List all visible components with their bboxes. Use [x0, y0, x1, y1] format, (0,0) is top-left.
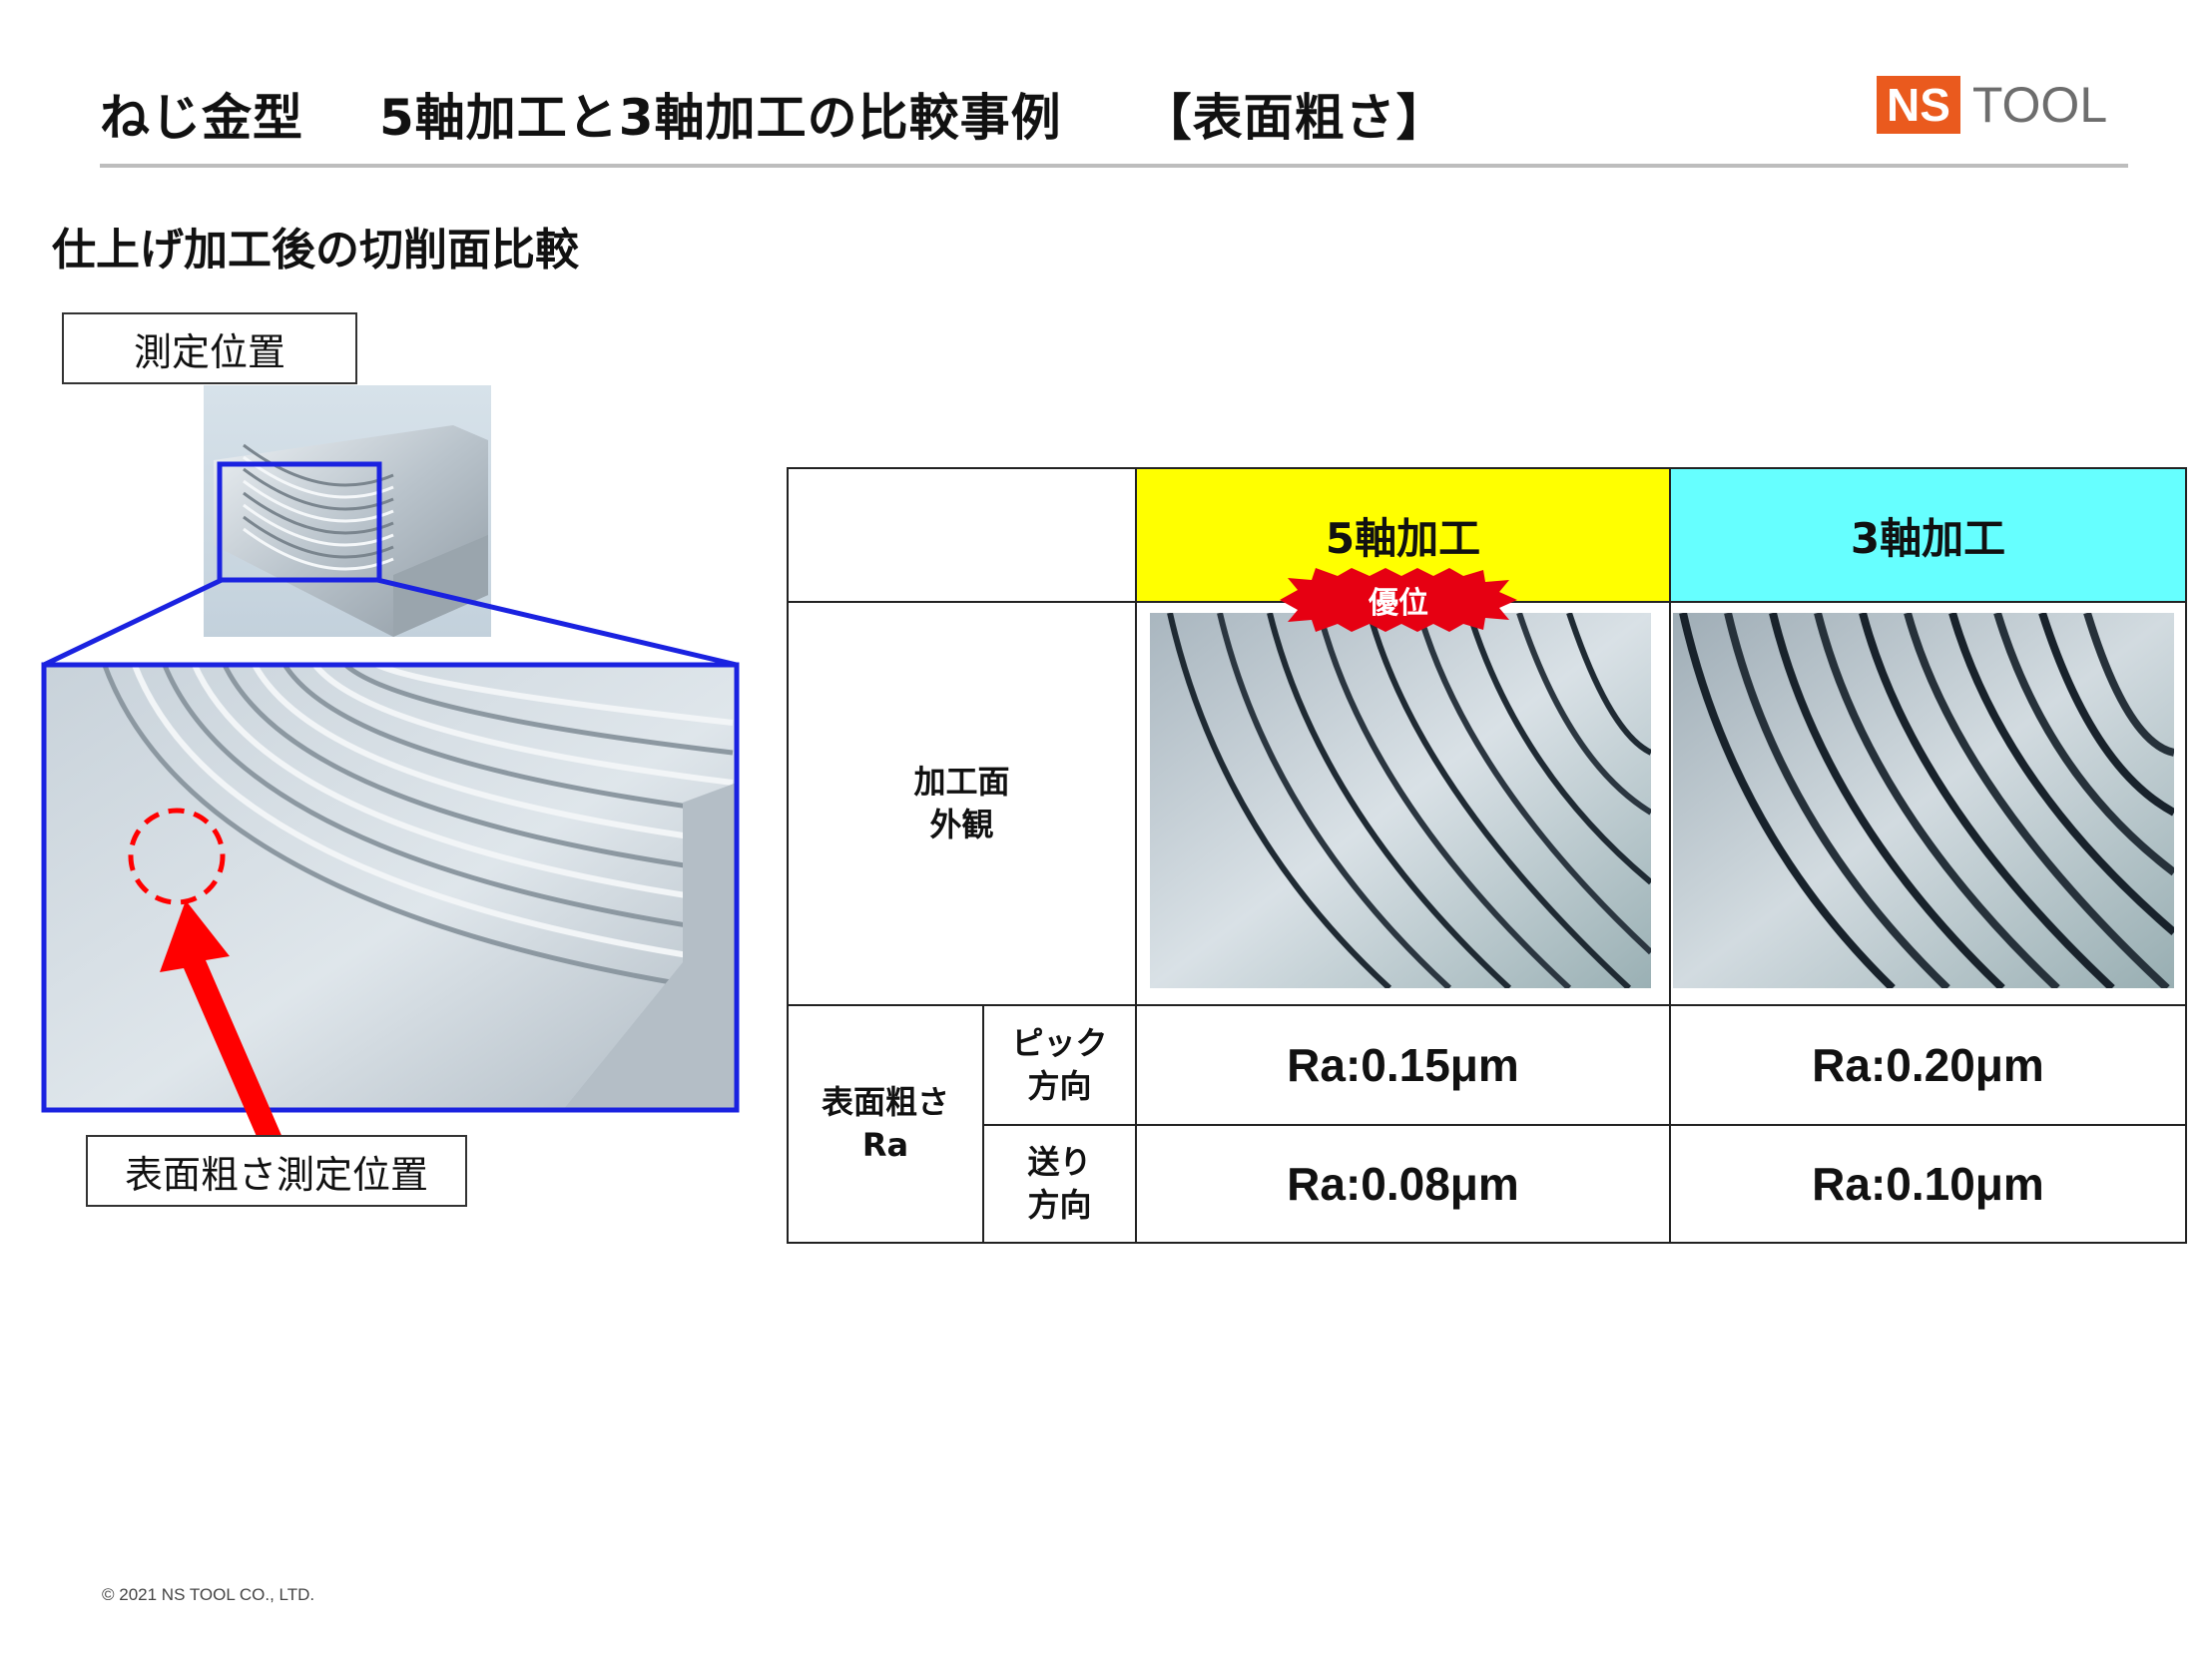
pick-line-2: 方向 — [1027, 1067, 1092, 1105]
value-pick-3axis: Ra:0.20μm — [1669, 1004, 2187, 1126]
comparison-table: 5軸加工 3軸加工 加工面 外観 表面粗さ Ra ピック 方向 送り 方向 Ra… — [787, 467, 2187, 1244]
ns-tool-logo: NS TOOL — [1877, 76, 2107, 134]
feed-line-1: 送り — [1027, 1142, 1092, 1181]
roughness-measure-position-label: 表面粗さ測定位置 — [86, 1135, 467, 1207]
roughness-line-2: Ra — [861, 1126, 909, 1164]
title-part-2: 5軸加工と3軸加工の比較事例 — [379, 89, 1062, 147]
label-pick-direction: ピック 方向 — [982, 1004, 1137, 1126]
measure-point-circle — [128, 808, 226, 905]
zoom-closeup-frame — [41, 662, 740, 1113]
page-title: ねじ金型 5軸加工と3軸加工の比較事例 【表面粗さ】 — [100, 78, 1447, 150]
red-arrow-icon — [160, 900, 283, 1148]
feed-line-2: 方向 — [1027, 1186, 1092, 1224]
zoom-guide-line-left — [42, 577, 224, 668]
roughness-line-1: 表面粗さ — [821, 1082, 949, 1121]
header-3axis: 3軸加工 — [1669, 467, 2187, 603]
title-part-3: 【表面粗さ】 — [1141, 89, 1447, 147]
value-pick-5axis: Ra:0.15μm — [1135, 1004, 1671, 1126]
row-label-appearance: 加工面 外観 — [787, 601, 1137, 1006]
badge-burst-icon — [1280, 568, 1517, 632]
thread-closeup-photo — [44, 663, 737, 1110]
zoom-guide-line-right — [376, 577, 738, 668]
section-subtitle: 仕上げ加工後の切削面比較 — [52, 225, 579, 276]
logo-ns: NS — [1877, 76, 1960, 134]
label-feed-direction: 送り 方向 — [982, 1124, 1137, 1244]
logo-tool: TOOL — [1971, 77, 2108, 133]
header-divider — [100, 164, 2128, 168]
appearance-line-1: 加工面 — [913, 762, 1010, 801]
table-corner-cell — [787, 467, 1137, 603]
title-part-1: ねじ金型 — [100, 89, 303, 147]
value-feed-3axis: Ra:0.10μm — [1669, 1124, 2187, 1244]
pick-line-1: ピック — [1011, 1023, 1108, 1062]
zoom-region-frame — [217, 461, 382, 583]
value-feed-5axis: Ra:0.08μm — [1135, 1124, 1671, 1244]
measure-position-label: 測定位置 — [62, 312, 357, 384]
appearance-line-2: 外観 — [929, 806, 994, 843]
row-label-roughness: 表面粗さ Ra — [787, 1004, 984, 1244]
surface-photo-5axis — [1150, 613, 1651, 988]
copyright: © 2021 NS TOOL CO., LTD. — [102, 1585, 315, 1604]
surface-photo-3axis — [1673, 613, 2174, 988]
superiority-badge: 優位 — [1369, 586, 1428, 621]
